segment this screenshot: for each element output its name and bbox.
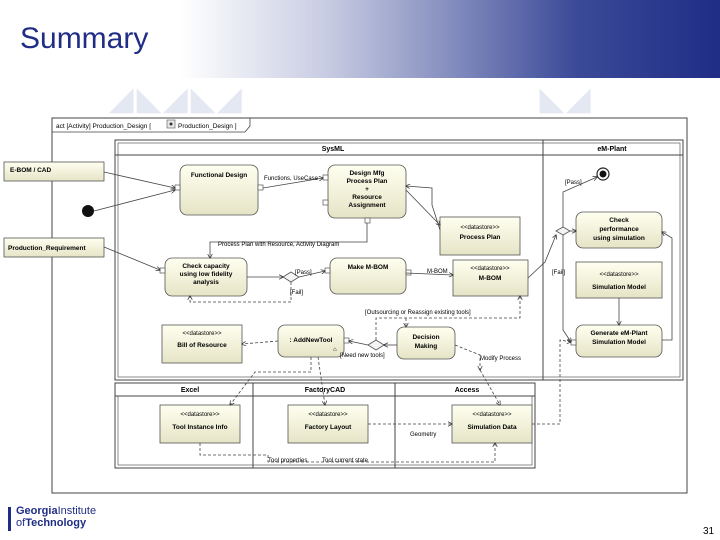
input-ebom-cad: E-BOM / CAD <box>3 161 105 182</box>
svg-text:using low fidelity: using low fidelity <box>180 271 233 278</box>
flow-edges <box>93 171 673 463</box>
svg-text:Tool Instance Info: Tool Instance Info <box>172 424 227 431</box>
watermark: ◢◣◢◣◢ ◣◢ <box>110 82 610 116</box>
action-add-new-tool: : AddNewTool ⌂ <box>277 324 345 358</box>
svg-text:+: + <box>365 186 369 193</box>
input-production-requirement: Production_Requirement <box>3 237 105 258</box>
label-need-new-tools: [Need new tools] <box>340 353 385 359</box>
svg-text:Assignment: Assignment <box>348 202 386 209</box>
svg-text:using simulation: using simulation <box>593 235 645 242</box>
svg-text:Process Plan: Process Plan <box>460 234 501 241</box>
datastore-simulation-model: <<datastore>> Simulation Model <box>575 261 663 299</box>
svg-text:Factory Layout: Factory Layout <box>305 424 352 431</box>
action-decision-making: Decision Making <box>396 326 456 360</box>
label-functions-usecase: Functions, UseCase <box>264 176 319 182</box>
svg-text:<<datastore>>: <<datastore>> <box>460 225 500 231</box>
activity-final-node <box>596 167 610 181</box>
svg-text:<<datastore>>: <<datastore>> <box>599 272 639 278</box>
action-generate-emplant-model: Generate eM-Plant Simulation Model <box>575 324 663 358</box>
svg-text:Generate eM-Plant: Generate eM-Plant <box>590 330 648 337</box>
svg-text:Resource: Resource <box>352 194 382 201</box>
activity-diagram-icon <box>166 119 176 129</box>
action-functional-design: Functional Design <box>179 164 259 216</box>
pins <box>159 174 577 346</box>
action-check-performance: Check performance using simulation <box>575 211 663 249</box>
label-process-plan-with-resource: Process Plan with Resource, Activity Dia… <box>218 242 339 248</box>
label-outsourcing: [Outsourcing or Reassign existing tools] <box>365 310 471 316</box>
datastore-tool-instance-info: <<datastore>> Tool Instance Info <box>159 404 241 444</box>
partitions <box>114 139 684 469</box>
svg-text:Making: Making <box>415 343 437 350</box>
partition-emplant: eM-Plant <box>597 146 627 153</box>
svg-text:Check capacity: Check capacity <box>182 263 230 270</box>
action-make-mbom: Make M-BOM <box>329 257 407 295</box>
label-mbom: M-BOM <box>427 269 448 275</box>
partition-access: Access <box>455 387 480 394</box>
action-check-capacity: Check capacity using low fidelity analys… <box>164 257 248 297</box>
svg-text:Process Plan: Process Plan <box>347 178 388 185</box>
watermark-mark-left: ◢◣◢◣◢ <box>110 83 246 116</box>
svg-text:analysis: analysis <box>193 279 219 286</box>
frame-title: act [Activity] Production_Design [ <box>56 123 151 130</box>
label-geometry: Geometry <box>410 432 436 438</box>
svg-text:<<datastore>>: <<datastore>> <box>308 412 348 418</box>
watermark-mark-right: ◣◢ <box>540 83 595 116</box>
svg-text:Decision: Decision <box>412 334 439 341</box>
label-tool-properties: Tool properties <box>268 458 307 464</box>
label-modify-process: Modify Process <box>480 356 521 362</box>
initial-node <box>82 205 94 217</box>
svg-text:Make M-BOM: Make M-BOM <box>348 264 389 271</box>
slide-title: Summary <box>20 22 149 55</box>
datastore-mbom: <<datastore>> M-BOM <box>452 259 529 297</box>
svg-text:⌂: ⌂ <box>333 347 337 353</box>
label-fail-2: [Fail] <box>552 270 565 276</box>
datastore-factory-layout: <<datastore>> Factory Layout <box>287 404 369 444</box>
page-number: 31 <box>703 526 715 537</box>
label-pass-2: [Pass] <box>565 180 582 186</box>
svg-text:<<datastore>>: <<datastore>> <box>180 412 220 418</box>
svg-text:: AddNewTool: : AddNewTool <box>290 337 333 344</box>
slide-header <box>0 0 720 78</box>
svg-text:Simulation Model: Simulation Model <box>592 339 646 346</box>
logo-bar <box>8 507 11 531</box>
partition-factorycad: FactoryCAD <box>305 387 345 394</box>
logo-line-1: GeorgiaInstitute <box>16 505 97 517</box>
svg-text:M-BOM: M-BOM <box>479 275 502 282</box>
georgia-tech-logo: GeorgiaInstitute ofTechnology <box>8 505 128 535</box>
svg-text:performance: performance <box>599 226 639 233</box>
svg-text:Design Mfg: Design Mfg <box>349 170 384 177</box>
svg-text:<<datastore>>: <<datastore>> <box>472 412 512 418</box>
action-design-mfg-process-plan: Design Mfg Process Plan + Resource Assig… <box>327 164 407 219</box>
svg-text:E-BOM / CAD: E-BOM / CAD <box>10 167 51 174</box>
svg-text:Simulation Data: Simulation Data <box>467 424 517 431</box>
label-pass-1: [Pass] <box>295 270 312 276</box>
frame-title-tail: Production_Design ] <box>178 123 237 130</box>
partition-excel: Excel <box>181 387 199 394</box>
label-fail-1: [Fail] <box>290 290 303 296</box>
svg-text:Bill of Resource: Bill of Resource <box>177 342 227 349</box>
svg-text:Check: Check <box>609 217 629 224</box>
label-tool-current-state: Tool current state <box>322 458 369 464</box>
datastore-simulation-data: <<datastore>> Simulation Data <box>451 404 533 444</box>
logo-line-2: ofTechnology <box>16 517 87 529</box>
svg-text:Production_Requirement: Production_Requirement <box>8 245 86 252</box>
svg-text:<<datastore>>: <<datastore>> <box>182 331 222 337</box>
partition-sysml: SysML <box>322 146 345 153</box>
datastore-bill-of-resource: <<datastore>> Bill of Resource <box>161 324 243 364</box>
svg-text:Functional Design: Functional Design <box>191 172 247 179</box>
datastore-process-plan: <<datastore>> Process Plan <box>439 216 521 256</box>
svg-text:<<datastore>>: <<datastore>> <box>470 266 510 272</box>
svg-text:Simulation Model: Simulation Model <box>592 284 646 291</box>
